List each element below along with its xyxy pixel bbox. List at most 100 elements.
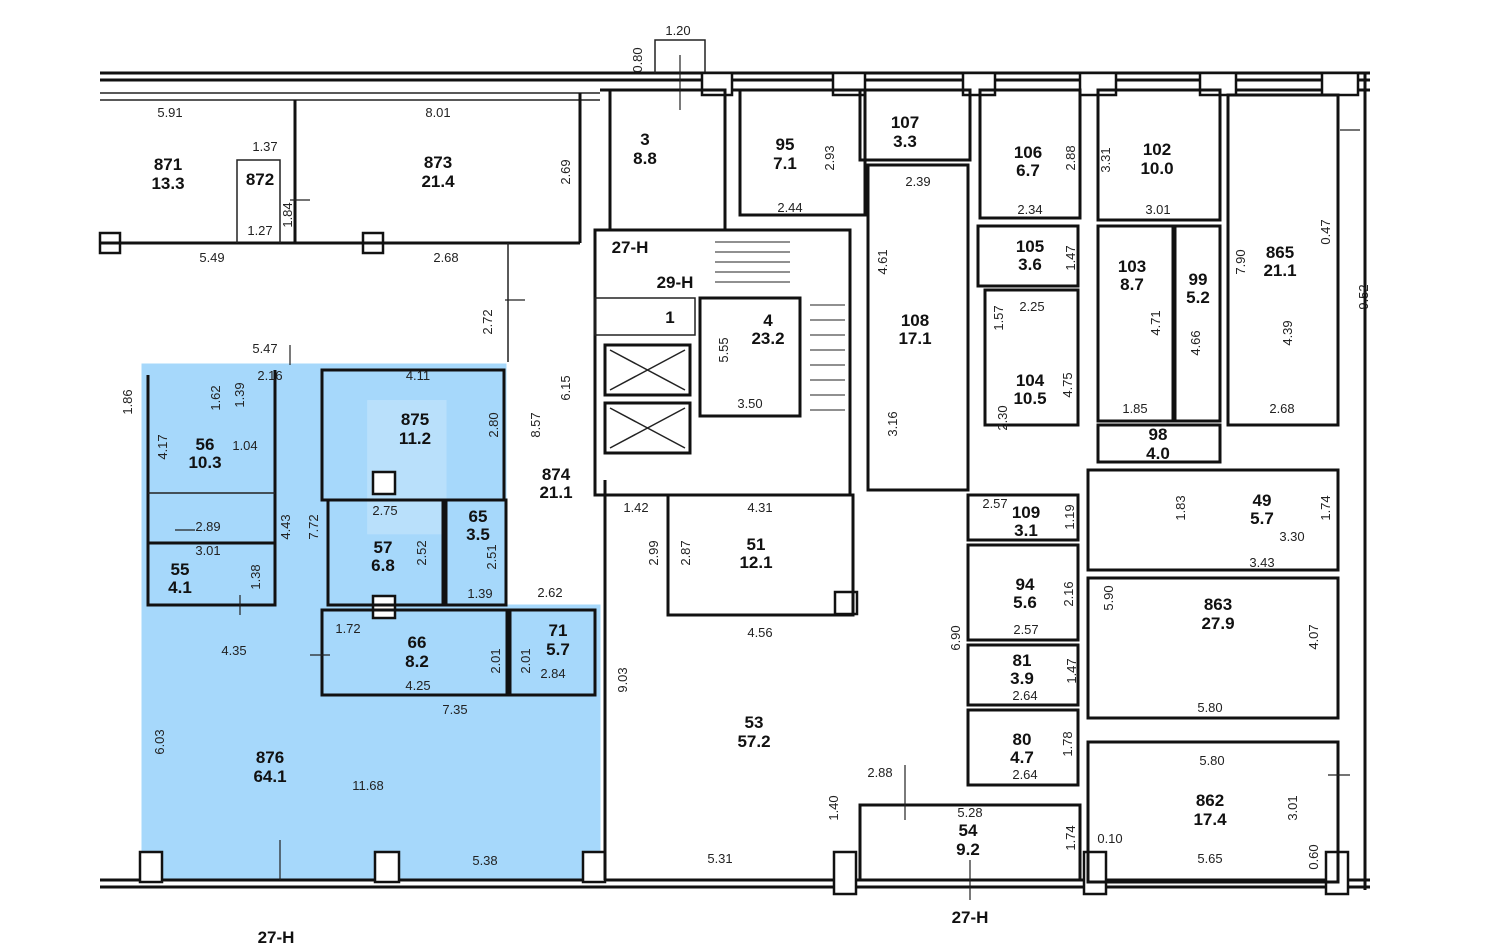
room-1: 1 [665, 308, 674, 327]
room-number: 107 [891, 113, 919, 132]
dimension-label: 1.39 [232, 382, 247, 407]
dimension-label: 2.89 [195, 519, 220, 534]
room-area: 21.4 [421, 172, 455, 191]
watermark: ▉ [367, 400, 455, 535]
room-number: 94 [1016, 575, 1035, 594]
room-area: 6.8 [371, 556, 395, 575]
room-number: 875 [401, 410, 429, 429]
dimension-label: 2.88 [1063, 145, 1078, 170]
dimension-label: 9.52 [1356, 284, 1371, 309]
room-95: 957.1 [773, 135, 797, 173]
room-57: 576.8 [371, 538, 395, 575]
dimension-label: 2.87 [678, 540, 693, 565]
room-number: 56 [196, 435, 215, 454]
room-number: 104 [1016, 371, 1045, 390]
room-number: 109 [1012, 503, 1040, 522]
room-area: 4.0 [1146, 444, 1170, 463]
room-number: 872 [246, 170, 274, 189]
dimension-label: 2.80 [486, 412, 501, 437]
dimension-label: 1.62 [208, 385, 223, 410]
dimension-label: 2.88 [867, 765, 892, 780]
room-area: 3.9 [1010, 669, 1034, 688]
room-number: 51 [747, 535, 766, 554]
dimension-label: 4.35 [221, 643, 246, 658]
room-area: 8.7 [1120, 275, 1144, 294]
room-3: 38.8 [633, 130, 657, 168]
dimension-label: 1.86 [120, 389, 135, 414]
dimension-label: 6.90 [948, 625, 963, 650]
room-number: 4 [763, 311, 773, 330]
dimension-label: 4.61 [875, 249, 890, 274]
dimension-label: 1.40 [826, 795, 841, 820]
room-49: 495.7 [1250, 491, 1274, 528]
dimension-label: 1.72 [335, 621, 360, 636]
room-area: 11.2 [399, 429, 431, 448]
room-number: 95 [776, 135, 795, 154]
dimension-label: 0.60 [1306, 844, 1321, 869]
room-area: 5.7 [1250, 509, 1274, 528]
room-number: 863 [1204, 595, 1232, 614]
dimension-label: 2.30 [995, 405, 1010, 430]
room-number: 102 [1143, 140, 1171, 159]
axis-labels: 29-H 27-H 27-H 27-H [258, 238, 989, 947]
dimension-label: 2.99 [646, 540, 661, 565]
room-area: 5.6 [1013, 593, 1037, 612]
room-area: 3.3 [893, 132, 917, 151]
dimension-label: 7.72 [306, 514, 321, 539]
interior-walls [100, 88, 1340, 884]
room-number: 81 [1013, 651, 1032, 670]
room-number: 98 [1149, 425, 1168, 444]
dimension-label: 5.91 [157, 105, 182, 120]
dimension-label: 7.35 [442, 702, 467, 717]
dimension-label: 1.27 [247, 223, 272, 238]
dimension-label: 4.07 [1306, 624, 1321, 649]
room-66: 668.2 [405, 633, 429, 671]
dimension-label: 4.17 [155, 434, 170, 459]
room-area: 10.0 [1140, 159, 1173, 178]
dimension-label: 3.30 [1279, 529, 1304, 544]
dimension-label: 2.64 [1012, 767, 1037, 782]
dimension-label: 4.43 [278, 514, 293, 539]
dimension-label: 8.01 [425, 105, 450, 120]
dimension-label: 2.72 [480, 309, 495, 334]
dimension-label: 2.44 [777, 200, 802, 215]
dimension-label: 7.90 [1233, 249, 1248, 274]
dimension-label: 5.38 [472, 853, 497, 868]
room-area: 10.3 [188, 453, 221, 472]
room-area: 12.1 [739, 553, 772, 572]
dimension-label: 4.66 [1188, 330, 1203, 355]
dimension-label: 2.01 [518, 648, 533, 673]
room-area: 17.4 [1193, 810, 1227, 829]
dimension-label: 1.83 [1173, 495, 1188, 520]
axis-27h-bottom-left: 27-H [258, 928, 295, 947]
dimension-label: 0.10 [1097, 831, 1122, 846]
dimension-label: 1.37 [252, 139, 277, 154]
room-area: 3.1 [1014, 521, 1038, 540]
room-number: 108 [901, 311, 929, 330]
room-area: 64.1 [253, 767, 286, 786]
room-area: 5.2 [1186, 288, 1210, 307]
room-71: 715.7 [546, 621, 570, 659]
room-number: 65 [469, 507, 488, 526]
dimension-label: 4.31 [747, 500, 772, 515]
dimension-label: 4.11 [406, 368, 430, 383]
dimension-label: 1.38 [248, 564, 263, 589]
dimension-label: 2.39 [905, 174, 930, 189]
dimension-label: 9.03 [615, 667, 630, 692]
room-number: 99 [1189, 270, 1208, 289]
room-area: 3.5 [466, 525, 490, 544]
dimension-label: 2.34 [1017, 202, 1042, 217]
dimension-label: 4.71 [1148, 310, 1163, 335]
room-number: 873 [424, 153, 452, 172]
dimension-label: 1.84 [280, 202, 295, 227]
dimension-label: 4.25 [405, 678, 430, 693]
dimension-label: 2.68 [433, 250, 458, 265]
room-number: 80 [1013, 730, 1032, 749]
